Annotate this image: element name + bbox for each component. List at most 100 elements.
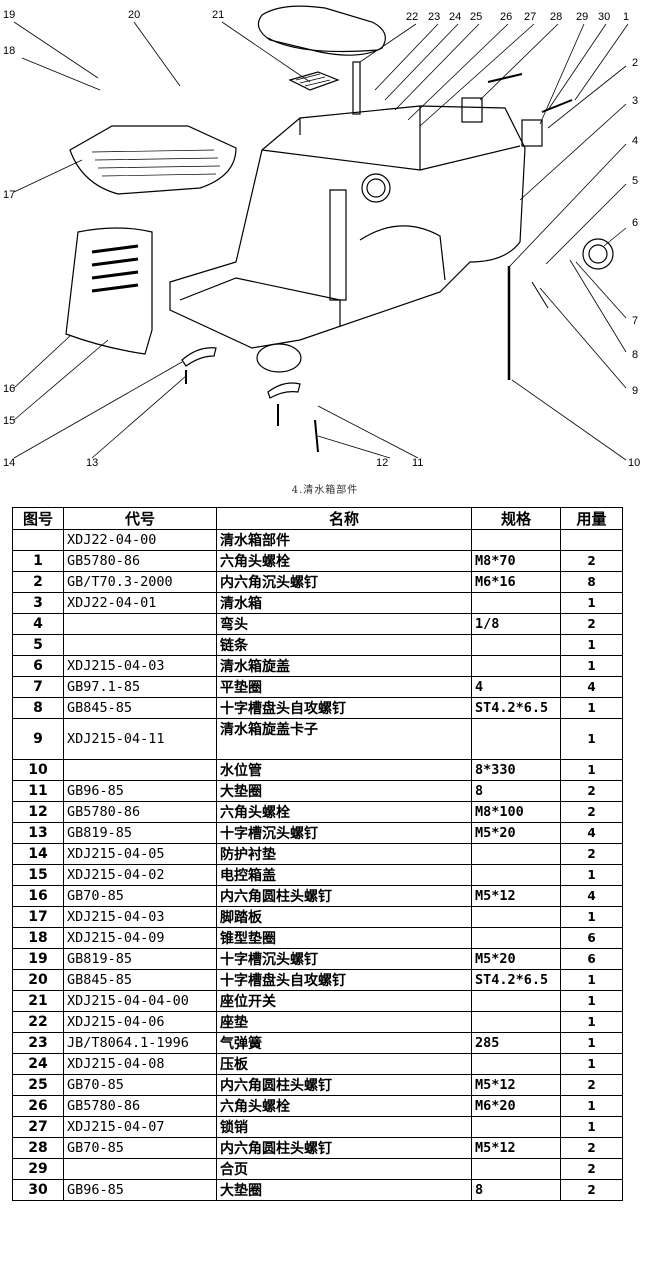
- cell-spec: [471, 592, 561, 614]
- cell-code: [63, 613, 217, 635]
- cell-spec: [471, 990, 561, 1012]
- cell-spec: 8: [471, 780, 561, 802]
- cell-quantity: 1: [560, 969, 623, 991]
- cell-code: XDJ215-04-03: [63, 906, 217, 928]
- cell-spec: M5*12: [471, 885, 561, 907]
- cell-spec: [471, 843, 561, 865]
- cell-name: 防护衬垫: [216, 843, 472, 865]
- header-figure-no: 图号: [12, 507, 64, 530]
- header-quantity: 用量: [560, 507, 623, 530]
- cell-figure-no: 2: [12, 571, 64, 593]
- cell-quantity: 2: [560, 843, 623, 865]
- cell-spec: [471, 1116, 561, 1138]
- cell-quantity: 2: [560, 550, 623, 572]
- cell-code: XDJ215-04-02: [63, 864, 217, 886]
- cell-code: JB/T8064.1-1996: [63, 1032, 217, 1054]
- cell-spec: M5*12: [471, 1074, 561, 1096]
- cell-quantity: 4: [560, 822, 623, 844]
- cell-figure-no: 14: [12, 843, 64, 865]
- hinge-b: [521, 119, 543, 147]
- callout-13: 13: [86, 457, 98, 469]
- cell-figure-no: 30: [12, 1179, 64, 1201]
- callout-17: 17: [3, 189, 15, 201]
- seat-cushion: [257, 5, 386, 56]
- cell-spec: M5*20: [471, 822, 561, 844]
- cell-spec: M6*20: [471, 1095, 561, 1117]
- callout-27: 27: [524, 11, 536, 23]
- cell-code: XDJ22-04-00: [63, 529, 217, 551]
- cell-name: 清水箱部件: [216, 529, 472, 551]
- cell-quantity: 4: [560, 676, 623, 698]
- cell-quantity: 2: [560, 1074, 623, 1096]
- cell-name: 六角头螺栓: [216, 550, 472, 572]
- callout-3: 3: [632, 95, 638, 107]
- cell-code: XDJ215-04-08: [63, 1053, 217, 1075]
- callout-10: 10: [628, 457, 640, 469]
- cell-figure-no: 29: [12, 1158, 64, 1180]
- figure-caption: 4.清水箱部件: [291, 485, 359, 496]
- cell-code: GB70-85: [63, 885, 217, 907]
- callout-11: 11: [412, 457, 423, 469]
- cell-name: 清水箱旋盖卡子: [216, 718, 472, 760]
- callout-1: 1: [623, 11, 629, 23]
- cell-figure-no: 24: [12, 1053, 64, 1075]
- cell-figure-no: 9: [12, 718, 64, 760]
- cell-figure-no: 22: [12, 1011, 64, 1033]
- callout-12: 12: [376, 457, 388, 469]
- cell-quantity: 2: [560, 780, 623, 802]
- cell-quantity: [560, 529, 623, 551]
- callout-25: 25: [470, 11, 482, 23]
- header-name: 名称: [216, 507, 472, 530]
- cell-name: 压板: [216, 1053, 472, 1075]
- cell-spec: 4: [471, 676, 561, 698]
- cell-code: GB5780-86: [63, 801, 217, 823]
- cell-code: XDJ215-04-09: [63, 927, 217, 949]
- cell-figure-no: 16: [12, 885, 64, 907]
- cell-figure-no: 12: [12, 801, 64, 823]
- cell-figure-no: 19: [12, 948, 64, 970]
- cell-quantity: 1: [560, 718, 623, 760]
- cell-quantity: 1: [560, 1053, 623, 1075]
- cell-name: 大垫圈: [216, 780, 472, 802]
- callout-23: 23: [428, 11, 440, 23]
- callout-8: 8: [632, 349, 638, 361]
- cell-quantity: 1: [560, 655, 623, 677]
- exploded-parts-diagram: 19 20 21 22 23 24 25 26 27 28 29 30 1 18…: [3, 5, 640, 469]
- cell-spec: M8*100: [471, 801, 561, 823]
- cell-name: 合页: [216, 1158, 472, 1180]
- cell-spec: [471, 529, 561, 551]
- cell-spec: M5*20: [471, 948, 561, 970]
- cell-quantity: 1: [560, 634, 623, 656]
- cell-spec: M5*12: [471, 1137, 561, 1159]
- cell-quantity: 1: [560, 759, 623, 781]
- cell-code: XDJ215-04-04-00: [63, 990, 217, 1012]
- callout-28: 28: [550, 11, 562, 23]
- pad-b: [267, 382, 301, 399]
- cell-name: 内六角圆柱头螺钉: [216, 885, 472, 907]
- cell-code: GB70-85: [63, 1137, 217, 1159]
- cell-code: XDJ22-04-01: [63, 592, 217, 614]
- cell-code: [63, 1158, 217, 1180]
- cell-quantity: 2: [560, 1179, 623, 1201]
- cell-code: XDJ215-04-06: [63, 1011, 217, 1033]
- cell-name: 十字槽盘头自攻螺钉: [216, 697, 472, 719]
- callout-7: 7: [632, 315, 638, 327]
- cell-spec: [471, 1011, 561, 1033]
- cell-quantity: 1: [560, 592, 623, 614]
- callout-24: 24: [449, 11, 461, 23]
